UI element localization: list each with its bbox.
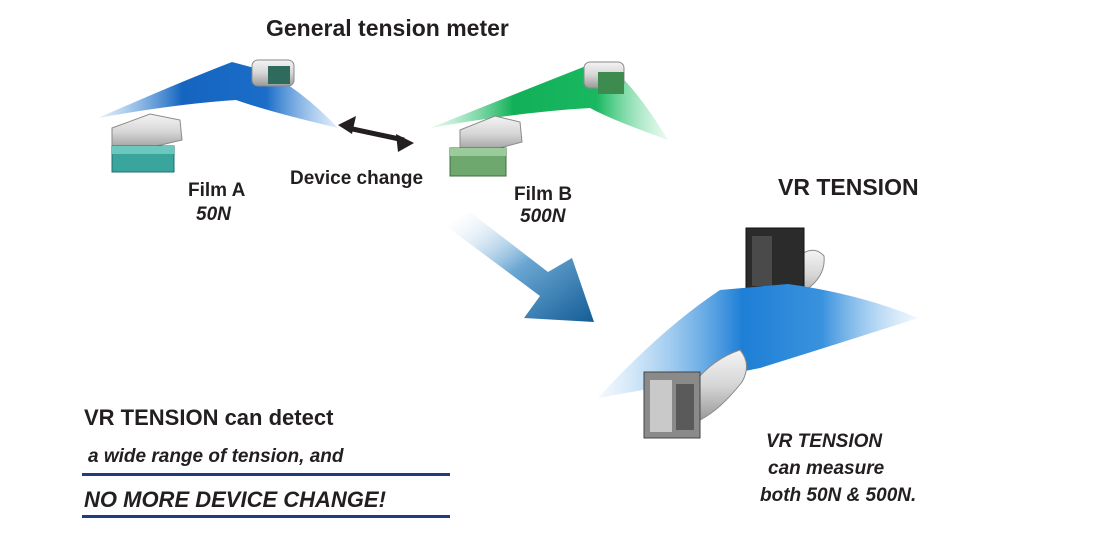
tagline-line2: a wide range of tension, and [88,446,344,467]
film-b-tension: 500N [520,206,566,227]
vr-tension-illustration [598,227,918,439]
film-a-front-roller [111,113,183,151]
vr-tension-title: VR TENSION [778,174,919,200]
tagline-rule-top [82,473,450,476]
film-a-sheet [98,62,338,128]
tagline-rule-bottom [82,515,450,518]
general-tension-meter-title: General tension meter [266,15,509,41]
tagline-line1: VR TENSION can detect [84,405,334,430]
film-b-front-sensor-top [450,148,506,156]
film-a-illustration [98,59,338,173]
film-b-back-sensor [598,72,624,94]
film-b-label: Film B [514,184,573,205]
vr-note-line1: VR TENSION [766,431,883,452]
device-change-arrow [338,116,414,152]
tagline-line3: NO MORE DEVICE CHANGE! [84,487,386,512]
device-change-label: Device change [290,168,424,189]
film-a-tension: 50N [196,204,231,225]
film-a-label: Film A [188,180,246,201]
vr-top-sensor-face [752,236,772,286]
transition-arrow [446,212,594,322]
film-a-back-sensor [268,66,290,84]
vr-film-sheet [598,284,918,398]
vr-note-line3: both 50N & 500N. [760,485,917,506]
vr-bottom-sensor-detail [676,384,694,430]
vr-bottom-sensor-face [650,380,672,432]
film-a-front-sensor-top [112,146,174,154]
vr-bottom-roller [689,349,747,421]
vr-note-line2: can measure [768,458,885,479]
film-b-illustration [430,61,668,177]
